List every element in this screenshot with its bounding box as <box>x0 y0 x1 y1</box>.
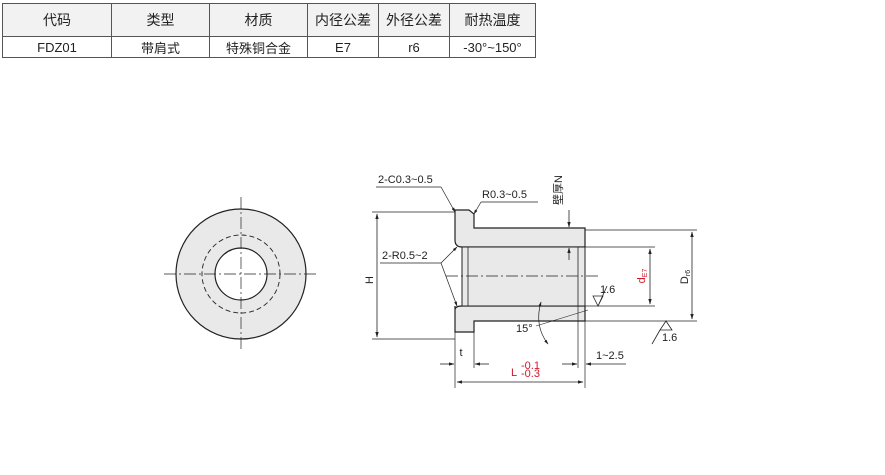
spec-table: 代码 类型 材质 内径公差 外径公差 耐热温度 FDZ01 带肩式 特殊铜合金 … <box>2 3 536 58</box>
label-length-tol-upper: -0.1 <box>521 360 540 372</box>
leader-chamfer: 2-C0.3~0.5 <box>376 174 456 213</box>
label-flange-thickness: t <box>459 347 462 359</box>
label-outer-diameter: Dr6 <box>679 270 692 284</box>
header-code: 代码 <box>2 3 112 37</box>
leader-wall-thickness: 壁厚N <box>551 175 571 260</box>
front-view <box>164 197 318 351</box>
label-chamfer: 2-C0.3~0.5 <box>378 174 433 186</box>
cell-type: 带肩式 <box>111 36 210 58</box>
cell-heat-temperature: -30°~150° <box>449 36 536 58</box>
dimension-length: L -0.1 -0.3 <box>454 321 586 388</box>
label-roughness-outer: 1.6 <box>662 332 677 344</box>
dimension-inner-diameter: dE7 <box>585 246 655 307</box>
spec-data-row: FDZ01 带肩式 特殊铜合金 E7 r6 -30°~150° <box>2 36 536 58</box>
label-radius-fillet: 2-R0.5~2 <box>382 250 428 262</box>
leader-radius-fillet: 2-R0.5~2 <box>380 246 458 307</box>
label-height: H <box>364 276 376 284</box>
side-view <box>446 209 600 333</box>
label-angle: 15° <box>516 323 533 335</box>
header-type: 类型 <box>111 3 210 37</box>
dimension-height: H <box>364 211 455 340</box>
label-wall-thickness: 壁厚N <box>551 175 565 205</box>
label-relief: 1~2.5 <box>596 350 624 362</box>
label-radius-top: R0.3~0.5 <box>482 189 527 201</box>
label-roughness-inner: 1.6 <box>600 284 615 296</box>
bore-face <box>461 246 586 307</box>
label-inner-diameter: dE7 <box>636 269 649 284</box>
bushing-section-bottom <box>454 305 586 333</box>
dimension-outer-diameter: Dr6 <box>585 229 697 322</box>
dimension-relief: 1~2.5 <box>562 306 626 368</box>
cell-code: FDZ01 <box>2 36 112 58</box>
roughness-symbol-outer: 1.6 <box>651 320 677 345</box>
header-outer-tolerance: 外径公差 <box>378 3 450 37</box>
spec-header-row: 代码 类型 材质 内径公差 外径公差 耐热温度 <box>2 3 536 37</box>
label-length: L <box>511 367 517 379</box>
cell-inner-tolerance: E7 <box>307 36 379 58</box>
label-length-tol-lower: -0.3 <box>521 368 540 380</box>
bushing-section-top <box>454 209 586 248</box>
header-material: 材质 <box>209 3 308 37</box>
cell-material: 特殊铜合金 <box>209 36 308 58</box>
roughness-symbol-inner: 1.6 <box>592 284 615 307</box>
dimension-flange-thickness: t <box>440 332 489 368</box>
header-heat-temperature: 耐热温度 <box>449 3 536 37</box>
angle-annotation: 15° <box>516 301 589 345</box>
leader-radius-top: R0.3~0.5 <box>473 189 538 215</box>
